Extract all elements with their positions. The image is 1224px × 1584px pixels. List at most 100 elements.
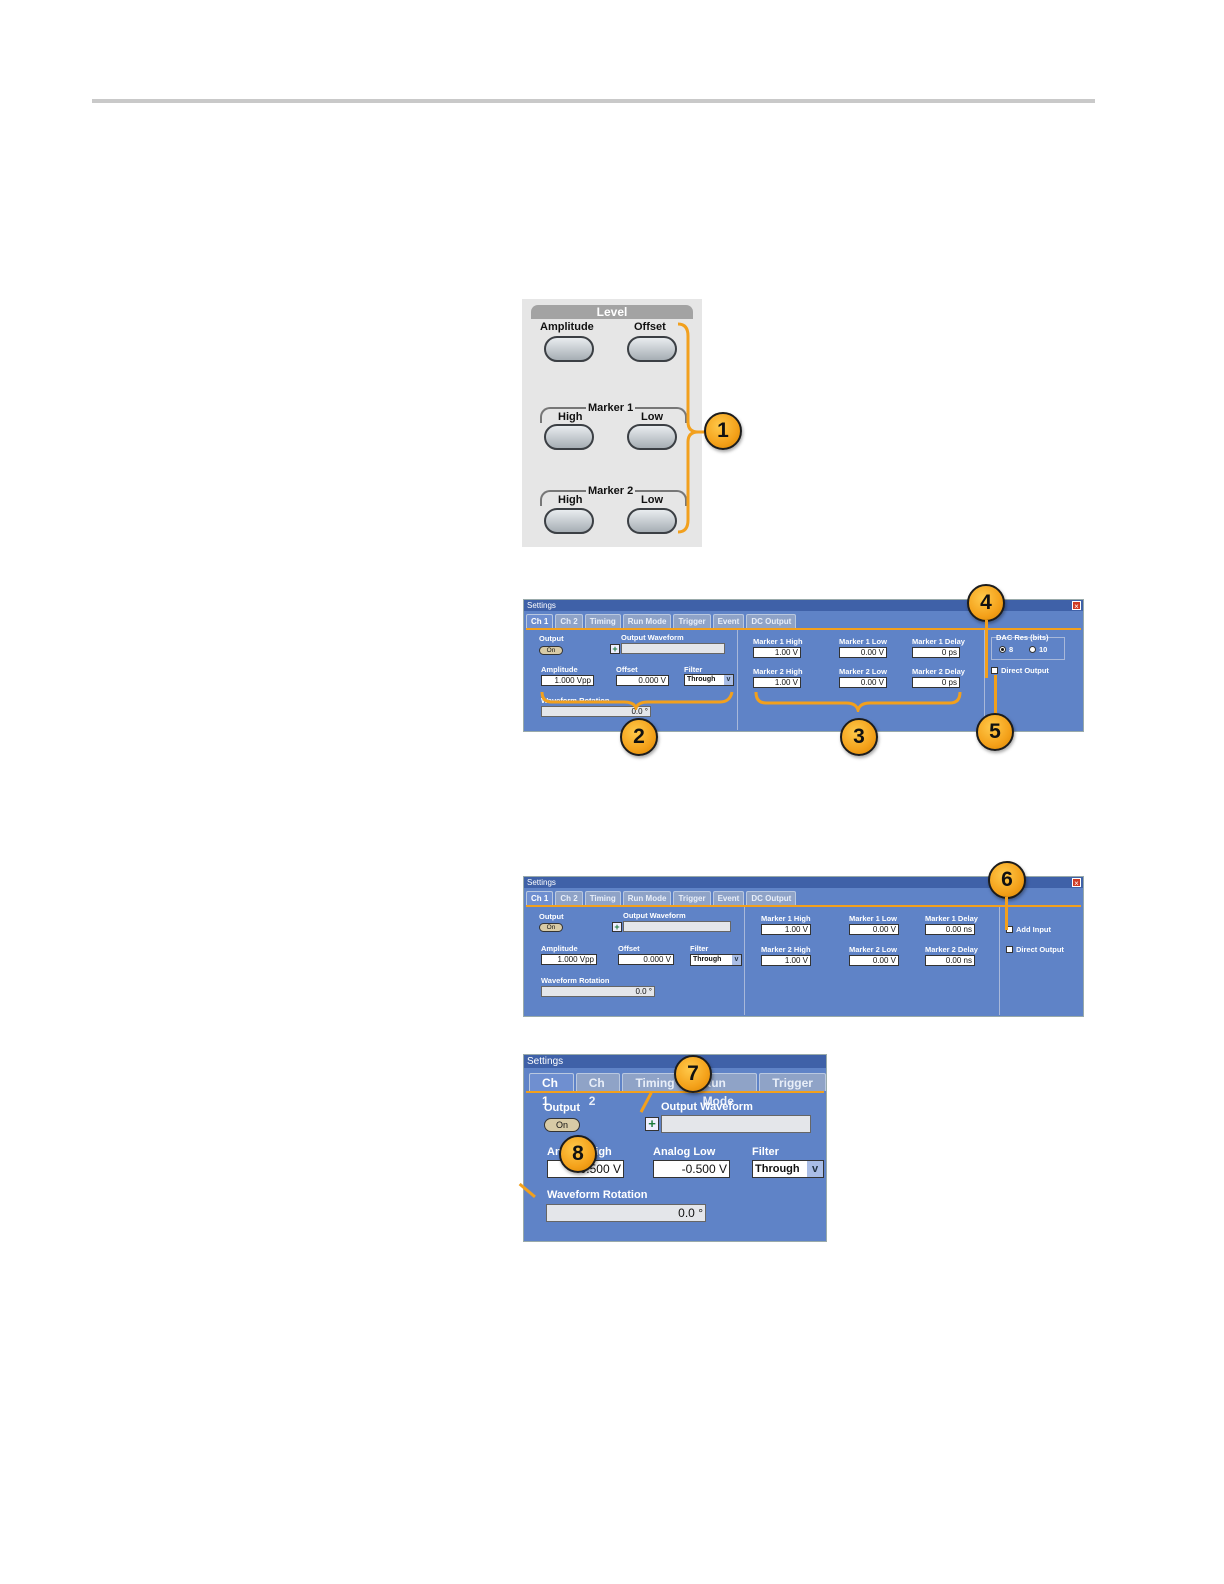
add-waveform-icon[interactable]: + [645,1117,659,1131]
amplitude-field[interactable]: 1.000 Vpp [541,675,594,686]
tab-event[interactable]: Event [712,614,745,628]
tab-ch2[interactable]: Ch 2 [555,614,583,628]
tab-trigger[interactable]: Trigger [759,1073,826,1091]
separator [999,907,1000,1015]
add-waveform-icon[interactable]: + [612,922,622,932]
tab-run-mode[interactable]: Run Mode [622,891,672,905]
offset-button[interactable] [627,336,677,362]
waveform-rotation-field[interactable]: 0.0 ° [541,986,655,997]
marker1-delay-field[interactable]: 0.00 ns [925,924,975,935]
tab-underline [526,905,1081,907]
tab-ch2[interactable]: Ch 2 [575,1073,621,1108]
marker2-delay-field[interactable]: 0.00 ns [925,955,975,966]
callout-4-leader [985,620,988,678]
tab-dc-output[interactable]: DC Output [746,614,797,628]
callout-1: 1 [704,412,742,450]
tab-timing[interactable]: Timing [622,1073,688,1091]
marker1-high-button[interactable] [544,424,594,450]
output-label: Output [539,912,564,921]
dac-10-radio[interactable] [1029,646,1036,653]
marker2-delay-field[interactable]: 0 ps [912,677,960,688]
marker1-high-field[interactable]: 1.00 V [761,924,811,935]
marker2-delay-label: Marker 2 Delay [912,667,965,676]
direct-output-label: Direct Output [1001,666,1049,675]
callout-3: 3 [840,718,878,756]
callout-4: 4 [967,584,1005,622]
output-label: Output [544,1102,581,1114]
marker1-low-field[interactable]: 0.00 V [849,924,899,935]
amplitude-field[interactable]: 1.000 Vpp [541,954,597,965]
settings-window-b: Settings × Ch 1 Ch 2 Timing Run Mode Tri… [523,876,1084,1017]
tab-ch1[interactable]: Ch 1 [529,1073,574,1108]
tab-dc-output[interactable]: DC Output [746,891,797,905]
tab-event[interactable]: Event [712,891,745,905]
marker2-high-field[interactable]: 1.00 V [753,677,801,688]
marker2-high-label: High [558,494,583,506]
window-b-tabs: Ch 1 Ch 2 Timing Run Mode Trigger Event … [526,891,797,905]
marker2-low-label: Low [641,494,663,506]
tab-timing[interactable]: Timing [584,614,621,628]
filter-label: Filter [684,665,703,674]
output-on-button[interactable]: On [539,646,563,655]
separator [984,630,985,730]
marker1-low-field[interactable]: 0.00 V [839,647,887,658]
marker1-delay-label: Marker 1 Delay [912,637,965,646]
tab-underline [526,1091,824,1093]
amplitude-offset-bracket [540,691,734,710]
add-waveform-icon[interactable]: + [610,644,620,654]
separator [737,630,738,730]
marker2-high-field[interactable]: 1.00 V [761,955,811,966]
callout-8: 8 [559,1135,597,1173]
direct-output-checkbox[interactable] [1006,946,1013,953]
offset-label: Offset [634,321,666,333]
marker2-low-field[interactable]: 0.00 V [839,677,887,688]
output-waveform-field[interactable] [661,1115,811,1133]
waveform-rotation-field[interactable]: 0.0 ° [541,706,651,717]
marker2-low-button[interactable] [627,508,677,534]
tab-trigger[interactable]: Trigger [673,614,711,628]
marker1-high-label: Marker 1 High [761,914,811,923]
offset-field[interactable]: 0.000 V [616,675,669,686]
dac-res-group [991,637,1065,660]
window-a-tabs: Ch 1 Ch 2 Timing Run Mode Trigger Event … [526,614,797,628]
marker2-low-label: Marker 2 Low [849,945,897,954]
marker1-high-label: High [558,411,583,423]
marker1-label: Marker 1 [586,402,636,414]
marker2-low-field[interactable]: 0.00 V [849,955,899,966]
marker1-low-button[interactable] [627,424,677,450]
marker1-high-field[interactable]: 1.00 V [753,647,801,658]
marker1-delay-field[interactable]: 0 ps [912,647,960,658]
tab-run-mode[interactable]: Run Mode [622,614,672,628]
close-icon[interactable]: × [1072,601,1081,611]
direct-output-checkbox[interactable] [991,667,998,674]
close-icon[interactable]: × [1072,878,1081,888]
callout-5-leader [994,675,997,715]
output-waveform-field[interactable] [621,643,725,654]
marker1-high-label: Marker 1 High [753,637,803,646]
marker2-high-button[interactable] [544,508,594,534]
offset-label: Offset [616,665,638,674]
output-on-button[interactable]: On [544,1118,580,1132]
amplitude-button[interactable] [544,336,594,362]
tab-ch2[interactable]: Ch 2 [555,891,583,905]
dac-8-radio[interactable] [999,646,1006,653]
tab-timing[interactable]: Timing [584,891,621,905]
tab-ch1[interactable]: Ch 1 [526,614,554,628]
output-label: Output [539,634,564,643]
waveform-rotation-field[interactable]: 0.0 ° [546,1204,706,1222]
dac-8-label: 8 [1009,645,1014,654]
tab-ch1[interactable]: Ch 1 [526,891,554,905]
output-on-button[interactable]: On [539,923,563,932]
output-waveform-label: Output Waveform [661,1101,753,1113]
output-waveform-field[interactable] [623,921,731,932]
tab-trigger[interactable]: Trigger [673,891,711,905]
offset-field[interactable]: 0.000 V [618,954,674,965]
dac-res-label: DAC Res (bits) [996,633,1049,642]
marker1-delay-label: Marker 1 Delay [925,914,978,923]
marker2-high-label: Marker 2 High [753,667,803,676]
marker2-delay-label: Marker 2 Delay [925,945,978,954]
analog-low-field[interactable]: -0.500 V [653,1160,730,1178]
